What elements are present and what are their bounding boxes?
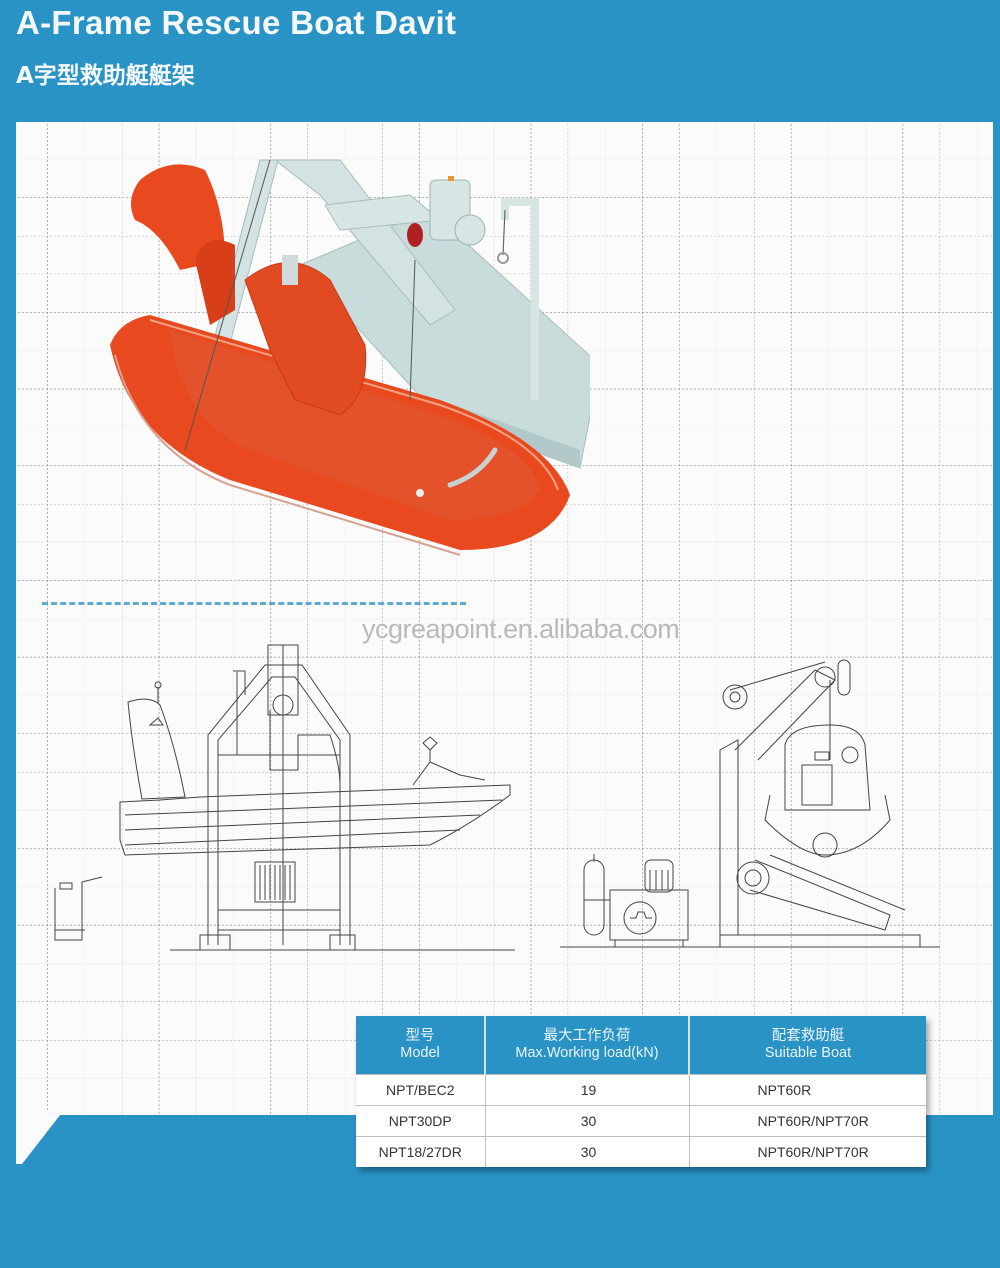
- panel-tail: [16, 1110, 64, 1164]
- table-row: NPT/BEC2 19 NPT60R: [356, 1074, 926, 1106]
- cell-load: 19: [485, 1074, 690, 1106]
- column-header-max-load: 最大工作负荷 Max.Working load(kN): [485, 1016, 690, 1075]
- watermark-text: ycgreapoint.en.alibaba.com: [362, 614, 680, 644]
- column-header-suitable-boat: 配套救助艇 Suitable Boat: [689, 1016, 926, 1075]
- side-elevation-drawing: [54, 644, 515, 951]
- specification-table: 型号 Model 最大工作负荷 Max.Working load(kN) 配套救…: [356, 1016, 926, 1167]
- header-zh: 最大工作负荷: [543, 1028, 631, 1044]
- table-row: NPT18/27DR 30 NPT60R/NPT70R: [356, 1136, 926, 1167]
- table-header-row: 型号 Model 最大工作负荷 Max.Working load(kN) 配套救…: [356, 1016, 926, 1075]
- table-row: NPT30DP 30 NPT60R/NPT70R: [356, 1105, 926, 1137]
- header-en: Max.Working load(kN): [515, 1045, 659, 1061]
- cell-boat: NPT60R/NPT70R: [689, 1105, 926, 1137]
- cell-model: NPT30DP: [356, 1105, 486, 1137]
- cell-boat: NPT60R/NPT70R: [689, 1136, 926, 1167]
- header-en: Suitable Boat: [764, 1045, 852, 1061]
- header-zh: 配套救助艇: [771, 1028, 845, 1044]
- header-zh: 型号: [405, 1028, 435, 1044]
- column-header-model: 型号 Model: [356, 1016, 486, 1075]
- page-title: A-Frame Rescue Boat Davit: [16, 4, 457, 41]
- cell-model: NPT/BEC2: [356, 1074, 486, 1106]
- cell-boat: NPT60R: [689, 1074, 926, 1106]
- rescue-boat-render-image: [110, 159, 590, 556]
- cell-model: NPT18/27DR: [356, 1136, 486, 1167]
- header-en: Model: [400, 1045, 440, 1061]
- section-divider: [42, 602, 466, 605]
- end-elevation-drawing: [560, 659, 940, 948]
- cell-load: 30: [485, 1136, 690, 1167]
- page-subtitle-chinese: A字型救助艇艇架: [16, 63, 195, 89]
- cell-load: 30: [485, 1105, 690, 1137]
